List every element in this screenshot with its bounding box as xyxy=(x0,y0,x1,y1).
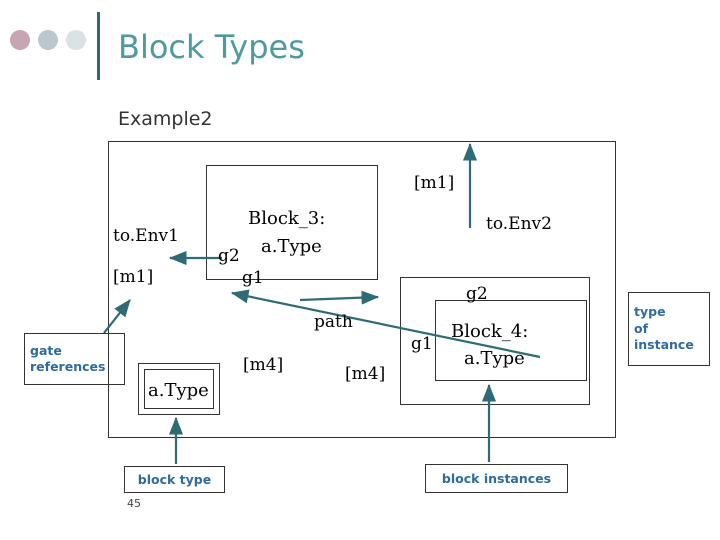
label-g1-block3: g1 xyxy=(242,268,264,288)
callout-type-line3: instance xyxy=(634,337,694,353)
label-path: path xyxy=(314,312,353,332)
label-m4-right: [m4] xyxy=(345,364,386,384)
bullet-circle-icon xyxy=(66,30,86,50)
label-block3-type: a.Type xyxy=(261,236,322,257)
label-g2-env2: g2 xyxy=(466,284,488,304)
label-to-env2: to.Env2 xyxy=(486,214,552,234)
callout-block-type: block type xyxy=(124,466,225,493)
label-m1-left: [m1] xyxy=(113,267,154,287)
label-g2-block3: g2 xyxy=(218,246,240,266)
bullet-circle-icon xyxy=(10,30,30,50)
label-block4-name: Block_4: xyxy=(451,321,529,342)
callout-block-instances: block instances xyxy=(425,464,568,493)
callout-gate-references: gate references xyxy=(24,333,125,385)
label-m1-top: [m1] xyxy=(414,173,455,193)
page-number: 45 xyxy=(127,497,141,510)
page-subtitle: Example2 xyxy=(118,108,213,130)
label-m4-left: [m4] xyxy=(243,355,284,375)
label-block3-name: Block_3: xyxy=(248,208,326,229)
callout-type-line2: of xyxy=(634,320,649,336)
label-atype-block: a.Type xyxy=(148,380,209,401)
bullet-circle-icon xyxy=(38,30,58,50)
callout-type-of-instance: type of instance xyxy=(628,292,710,366)
callout-gate-line1: gate xyxy=(30,343,62,359)
label-to-env1: to.Env1 xyxy=(113,226,179,246)
label-g1-env2: g1 xyxy=(411,334,433,354)
callout-type-line1: type xyxy=(634,303,666,319)
callout-gate-line2: references xyxy=(30,359,106,374)
page-title: Block Types xyxy=(118,28,305,66)
bullet-decoration-group xyxy=(10,28,92,54)
title-divider xyxy=(97,12,100,80)
outer-context-box xyxy=(108,141,616,438)
atype-block-inner-box xyxy=(144,369,214,409)
atype-block-outer-box xyxy=(138,363,220,415)
block3-box xyxy=(206,165,378,280)
label-block4-type: a.Type xyxy=(464,348,525,369)
